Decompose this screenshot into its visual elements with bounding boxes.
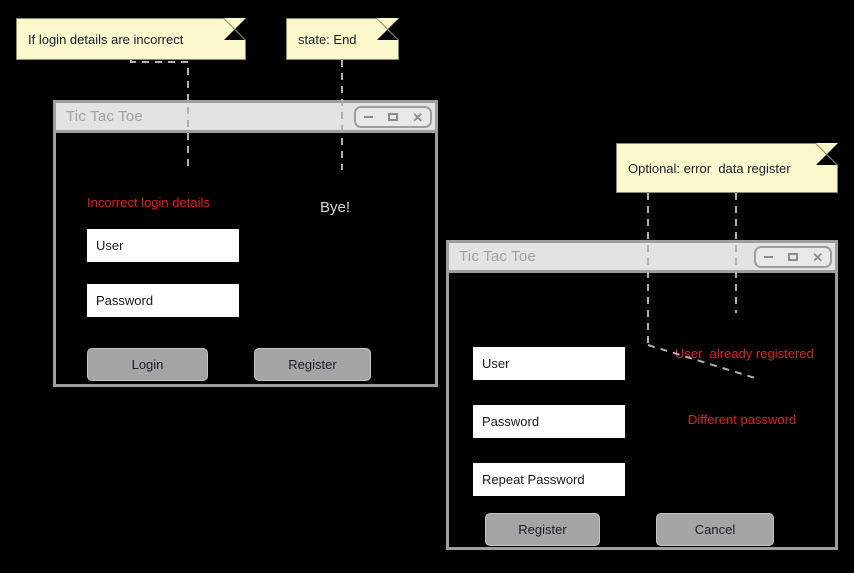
login-window-title: Tic Tac Toe [66,108,143,125]
close-icon[interactable]: ✕ [812,249,824,265]
minimize-icon[interactable] [759,248,777,266]
close-icon[interactable]: ✕ [412,109,424,125]
login-button[interactable]: Login [87,348,208,381]
note-text: If login details are incorrect [28,31,184,47]
note-fold-icon [377,18,399,40]
register-window[interactable]: Tic Tac Toe ✕ User Password Repeat Passw… [446,240,838,550]
bye-message: Bye! [320,199,351,216]
maximize-icon[interactable] [384,108,402,126]
register-window-controls[interactable]: ✕ [754,246,832,268]
register-window-title: Tic Tac Toe [459,248,536,265]
register-password-field[interactable]: Password [473,405,625,438]
incorrect-login-message: Incorrect login details [87,195,210,210]
register-window-titlebar[interactable]: Tic Tac Toe ✕ [449,243,835,273]
password-field[interactable]: Password [87,284,239,317]
note-text: Optional: error data register [628,160,791,176]
register-submit-button[interactable]: Register [485,513,600,546]
cancel-button[interactable]: Cancel [656,513,774,546]
user-field[interactable]: User [87,229,239,262]
register-window-body: User Password Repeat Password Register C… [449,273,835,573]
note-if-login-details-are-incorrect: If login details are incorrect [16,18,246,60]
login-window[interactable]: Tic Tac Toe ✕ Incorrect login details By… [53,100,438,387]
maximize-icon[interactable] [784,248,802,266]
register-button[interactable]: Register [254,348,371,381]
note-fold-icon [816,143,838,165]
login-window-body: Incorrect login details Bye! User Passwo… [56,133,435,414]
login-window-titlebar[interactable]: Tic Tac Toe ✕ [56,103,435,133]
login-window-controls[interactable]: ✕ [354,106,432,128]
register-repeat-password-field[interactable]: Repeat Password [473,463,625,496]
register-user-field[interactable]: User [473,347,625,380]
minimize-icon[interactable] [359,108,377,126]
user-already-registered-message: User already registered [675,346,814,361]
different-password-message: Different password [688,412,797,427]
note-state-end: state: End [286,18,399,60]
note-text: state: End [298,31,357,47]
note-optional-error-data-register: Optional: error data register [616,143,838,193]
note-fold-icon [224,18,246,40]
